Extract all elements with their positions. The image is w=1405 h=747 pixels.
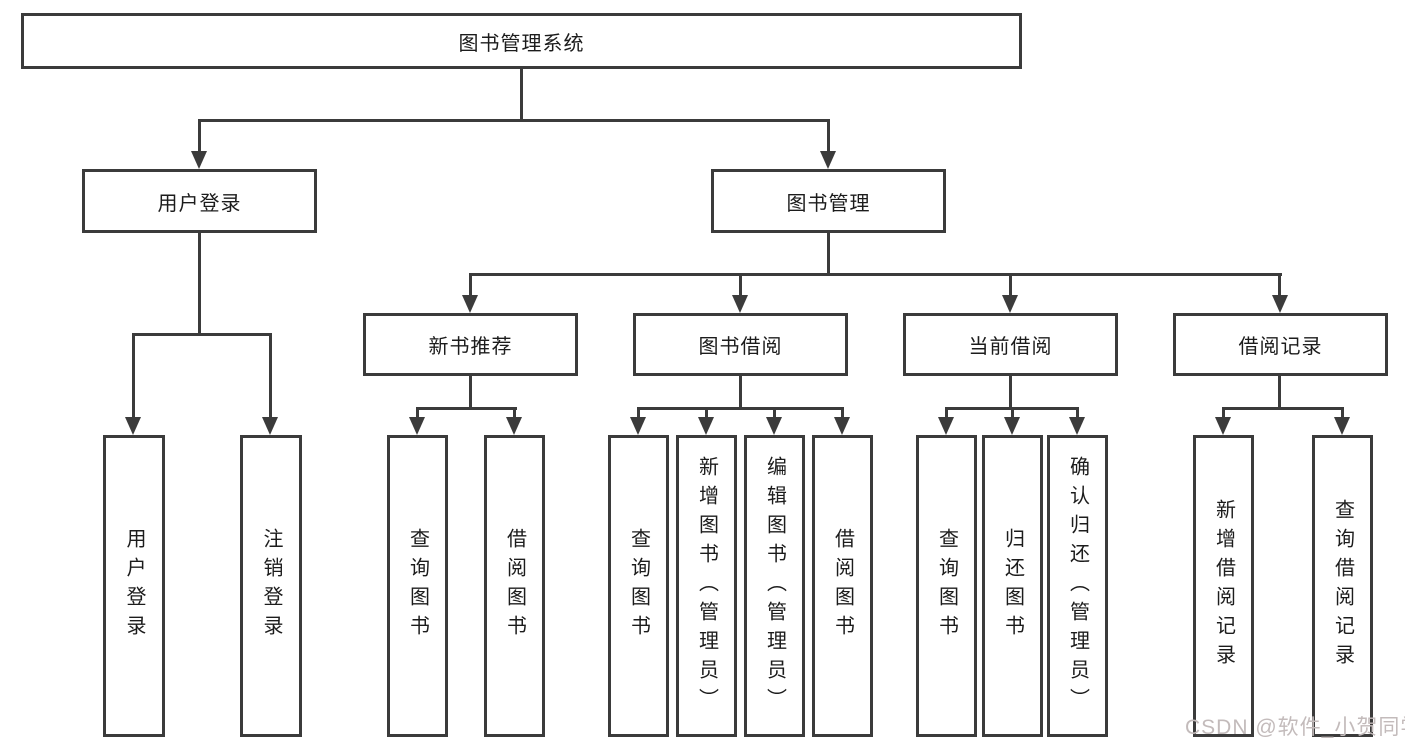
leaf-query-books-current: 查询图书	[916, 435, 977, 737]
connector-arrow	[820, 151, 836, 169]
connector-line	[1009, 376, 1012, 410]
connector-line	[469, 273, 1282, 276]
connector-arrow	[191, 151, 207, 169]
node-label: 查询图书	[935, 528, 958, 644]
connector-line	[1341, 407, 1344, 419]
leaf-borrow-books-borrowing: 借阅图书	[812, 435, 873, 737]
connector-line	[1076, 407, 1079, 419]
node-system-root: 图书管理系统	[21, 13, 1022, 69]
connector-line	[705, 407, 708, 419]
node-label: 图书管理	[786, 192, 871, 215]
connector-line	[198, 119, 830, 122]
connector-line	[269, 333, 272, 419]
node-label: 图书管理系统	[458, 32, 585, 55]
connector-arrow	[698, 417, 714, 435]
connector-arrow	[125, 417, 141, 435]
leaf-query-books-borrowing: 查询图书	[608, 435, 669, 737]
node-label: 查询图书	[406, 528, 429, 644]
leaf-borrow-books-recommend: 借阅图书	[484, 435, 545, 737]
node-label: 当前借阅	[968, 336, 1053, 358]
connector-line	[1278, 273, 1281, 297]
node-label: 借阅记录	[1238, 336, 1323, 358]
node-label: 用户登录	[157, 192, 242, 215]
connector-line	[132, 333, 135, 419]
node-label: 注销登录	[260, 528, 282, 644]
connector-arrow	[462, 295, 478, 313]
node-borrowing-records: 借阅记录	[1173, 313, 1388, 376]
connector-arrow	[938, 417, 954, 435]
connector-arrow	[1002, 295, 1018, 313]
node-user-login: 用户登录	[82, 169, 317, 233]
leaf-user-login: 用户登录	[103, 435, 165, 737]
connector-line	[773, 407, 776, 419]
connector-arrow	[766, 417, 782, 435]
connector-line	[739, 273, 742, 297]
leaf-edit-books-admin: 编辑图书（管理员）	[744, 435, 805, 737]
connector-line	[827, 233, 830, 276]
watermark: CSDN @软件_小贺同学	[1185, 716, 1405, 739]
node-label: 用户登录	[123, 528, 145, 644]
connector-line	[198, 233, 201, 336]
node-current-borrowing: 当前借阅	[903, 313, 1118, 376]
leaf-add-books-admin: 新增图书（管理员）	[676, 435, 737, 737]
connector-line	[469, 273, 472, 297]
connector-arrow	[1215, 417, 1231, 435]
connector-line	[198, 119, 201, 153]
connector-line	[416, 407, 517, 410]
node-label: 图书借阅	[698, 336, 783, 358]
connector-line	[469, 376, 472, 410]
connector-arrow	[1272, 295, 1288, 313]
connector-arrow	[506, 417, 522, 435]
node-book-management: 图书管理	[711, 169, 946, 233]
connector-arrow	[1069, 417, 1085, 435]
connector-line	[1011, 407, 1014, 419]
node-label: 编辑图书（管理员）	[763, 455, 786, 717]
leaf-logout: 注销登录	[240, 435, 302, 737]
node-book-borrowing: 图书借阅	[633, 313, 848, 376]
connector-line	[416, 407, 419, 419]
connector-line	[1278, 376, 1281, 410]
node-label: 新书推荐	[428, 336, 513, 358]
node-label: 借阅图书	[503, 528, 526, 644]
node-label: 查询图书	[627, 528, 650, 644]
connector-line	[1222, 407, 1225, 419]
connector-arrow	[1004, 417, 1020, 435]
leaf-return-books: 归还图书	[982, 435, 1043, 737]
connector-arrow	[834, 417, 850, 435]
node-label: 新增图书（管理员）	[695, 455, 718, 717]
node-label: 确认归还（管理员）	[1066, 455, 1089, 717]
connector-line	[637, 407, 640, 419]
leaf-add-borrow-record: 新增借阅记录	[1193, 435, 1254, 737]
leaf-query-borrow-record: 查询借阅记录	[1312, 435, 1373, 737]
connector-line	[827, 119, 830, 153]
node-label: 新增借阅记录	[1212, 499, 1235, 673]
node-label: 借阅图书	[831, 528, 854, 644]
leaf-confirm-return-admin: 确认归还（管理员）	[1047, 435, 1108, 737]
connector-line	[513, 407, 516, 419]
node-new-book-recommendation: 新书推荐	[363, 313, 578, 376]
connector-arrow	[630, 417, 646, 435]
connector-line	[132, 333, 272, 336]
connector-line	[945, 407, 948, 419]
connector-line	[841, 407, 844, 419]
connector-arrow	[409, 417, 425, 435]
connector-line	[1222, 407, 1344, 410]
connector-line	[1009, 273, 1012, 297]
connector-line	[520, 68, 523, 121]
connector-line	[739, 376, 742, 410]
connector-arrow	[1334, 417, 1350, 435]
node-label: 归还图书	[1001, 528, 1024, 644]
leaf-query-books-recommend: 查询图书	[387, 435, 448, 737]
connector-line	[637, 407, 844, 410]
connector-arrow	[732, 295, 748, 313]
connector-arrow	[262, 417, 278, 435]
node-label: 查询借阅记录	[1331, 499, 1354, 673]
